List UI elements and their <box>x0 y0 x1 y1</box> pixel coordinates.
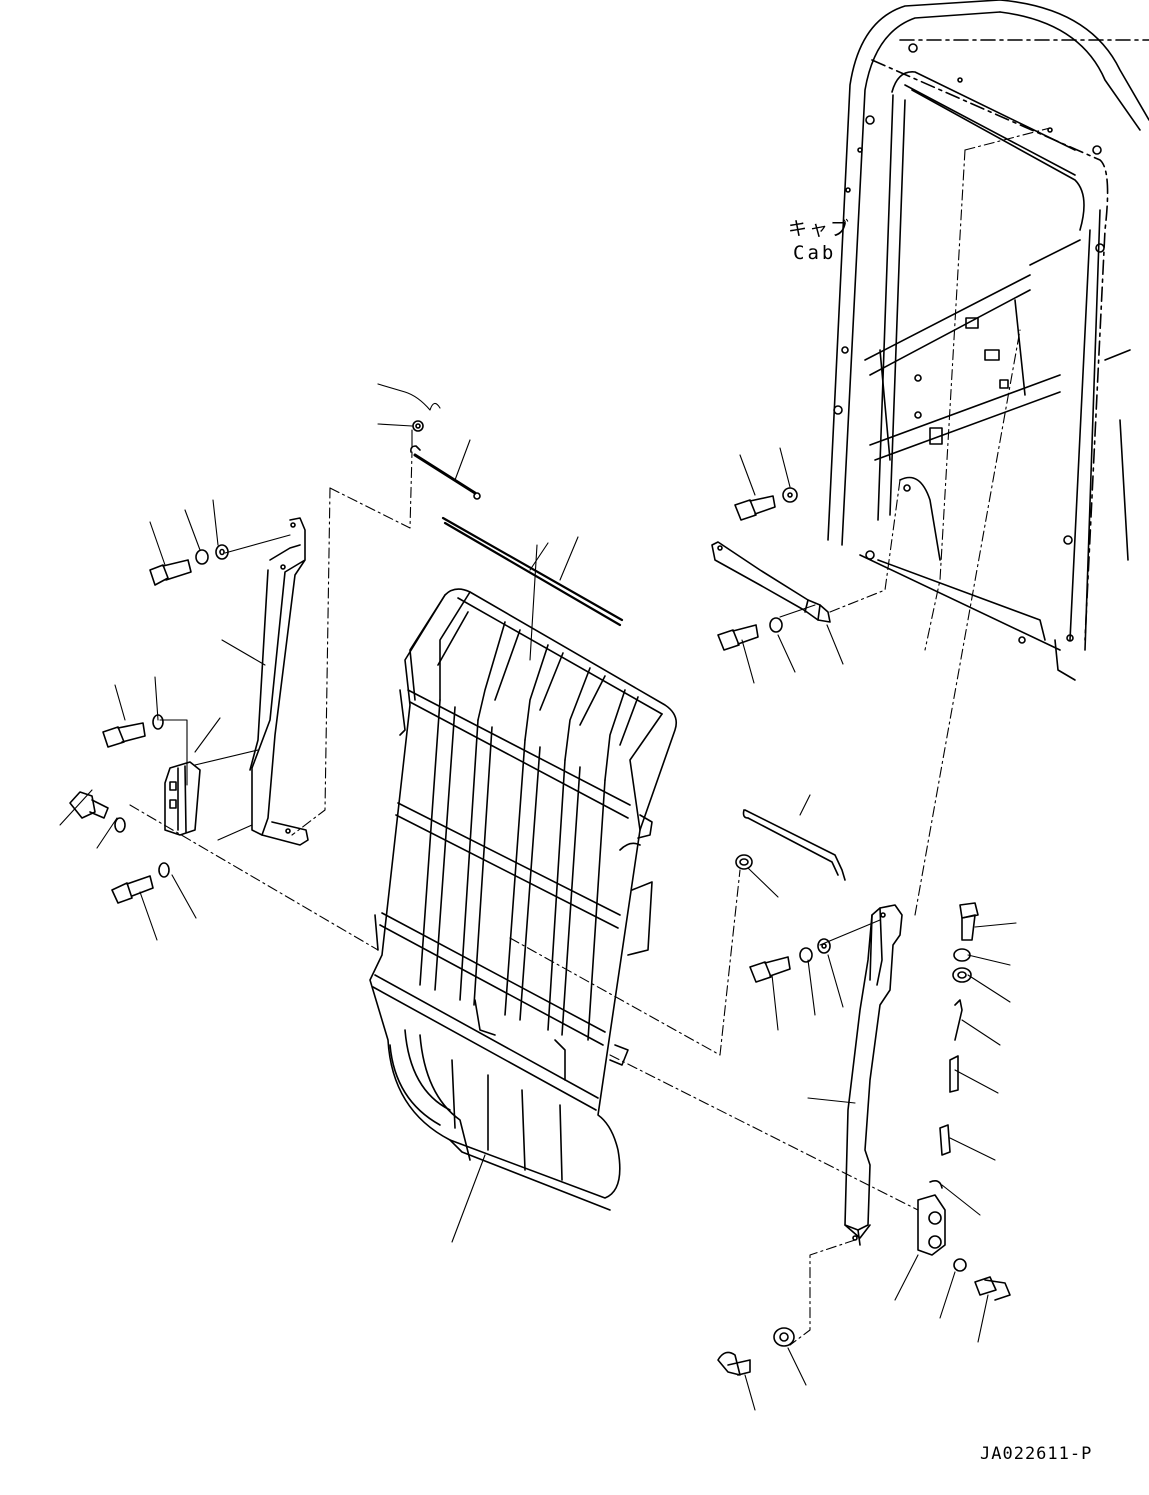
rod <box>742 809 846 881</box>
drawing-number: JA022611-P <box>980 1444 1093 1464</box>
seal-strip <box>441 516 624 627</box>
right-bracket <box>844 904 903 1246</box>
front-guard-grille <box>369 588 678 1211</box>
cab-label-english: Cab <box>793 242 837 264</box>
cab-label-japanese: キャブ <box>788 218 852 240</box>
left-bracket <box>249 517 309 846</box>
leader-lines <box>59 127 1051 1411</box>
fasteners <box>69 487 1011 1376</box>
gas-strut <box>410 420 481 500</box>
right-hinge <box>917 1194 946 1256</box>
left-hinge <box>164 761 201 836</box>
cab-frame <box>827 0 1149 681</box>
upper-right-bracket <box>711 541 831 623</box>
